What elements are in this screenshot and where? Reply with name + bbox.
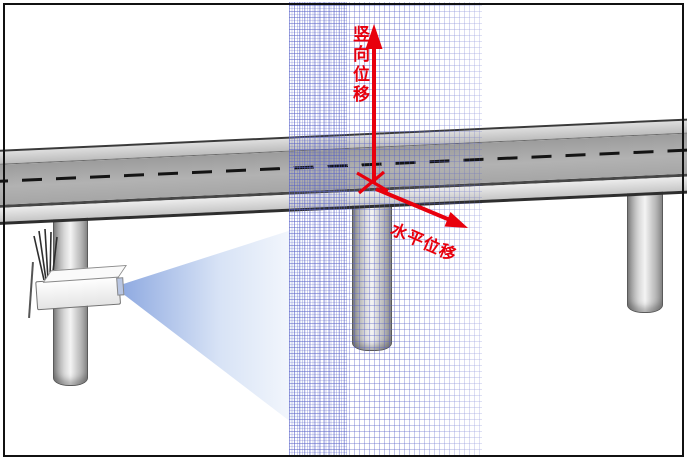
radar-sensor-icon <box>35 264 134 318</box>
measurement-grid-plane <box>289 2 482 456</box>
measurement-grid-dense-band <box>289 2 347 456</box>
bridge-pier-middle <box>352 198 392 351</box>
radar-beam <box>114 226 304 432</box>
bridge-pier-right <box>627 188 663 313</box>
vertical-displacement-label: 竖向位移 <box>350 25 369 105</box>
sensor-emitter <box>116 277 125 296</box>
